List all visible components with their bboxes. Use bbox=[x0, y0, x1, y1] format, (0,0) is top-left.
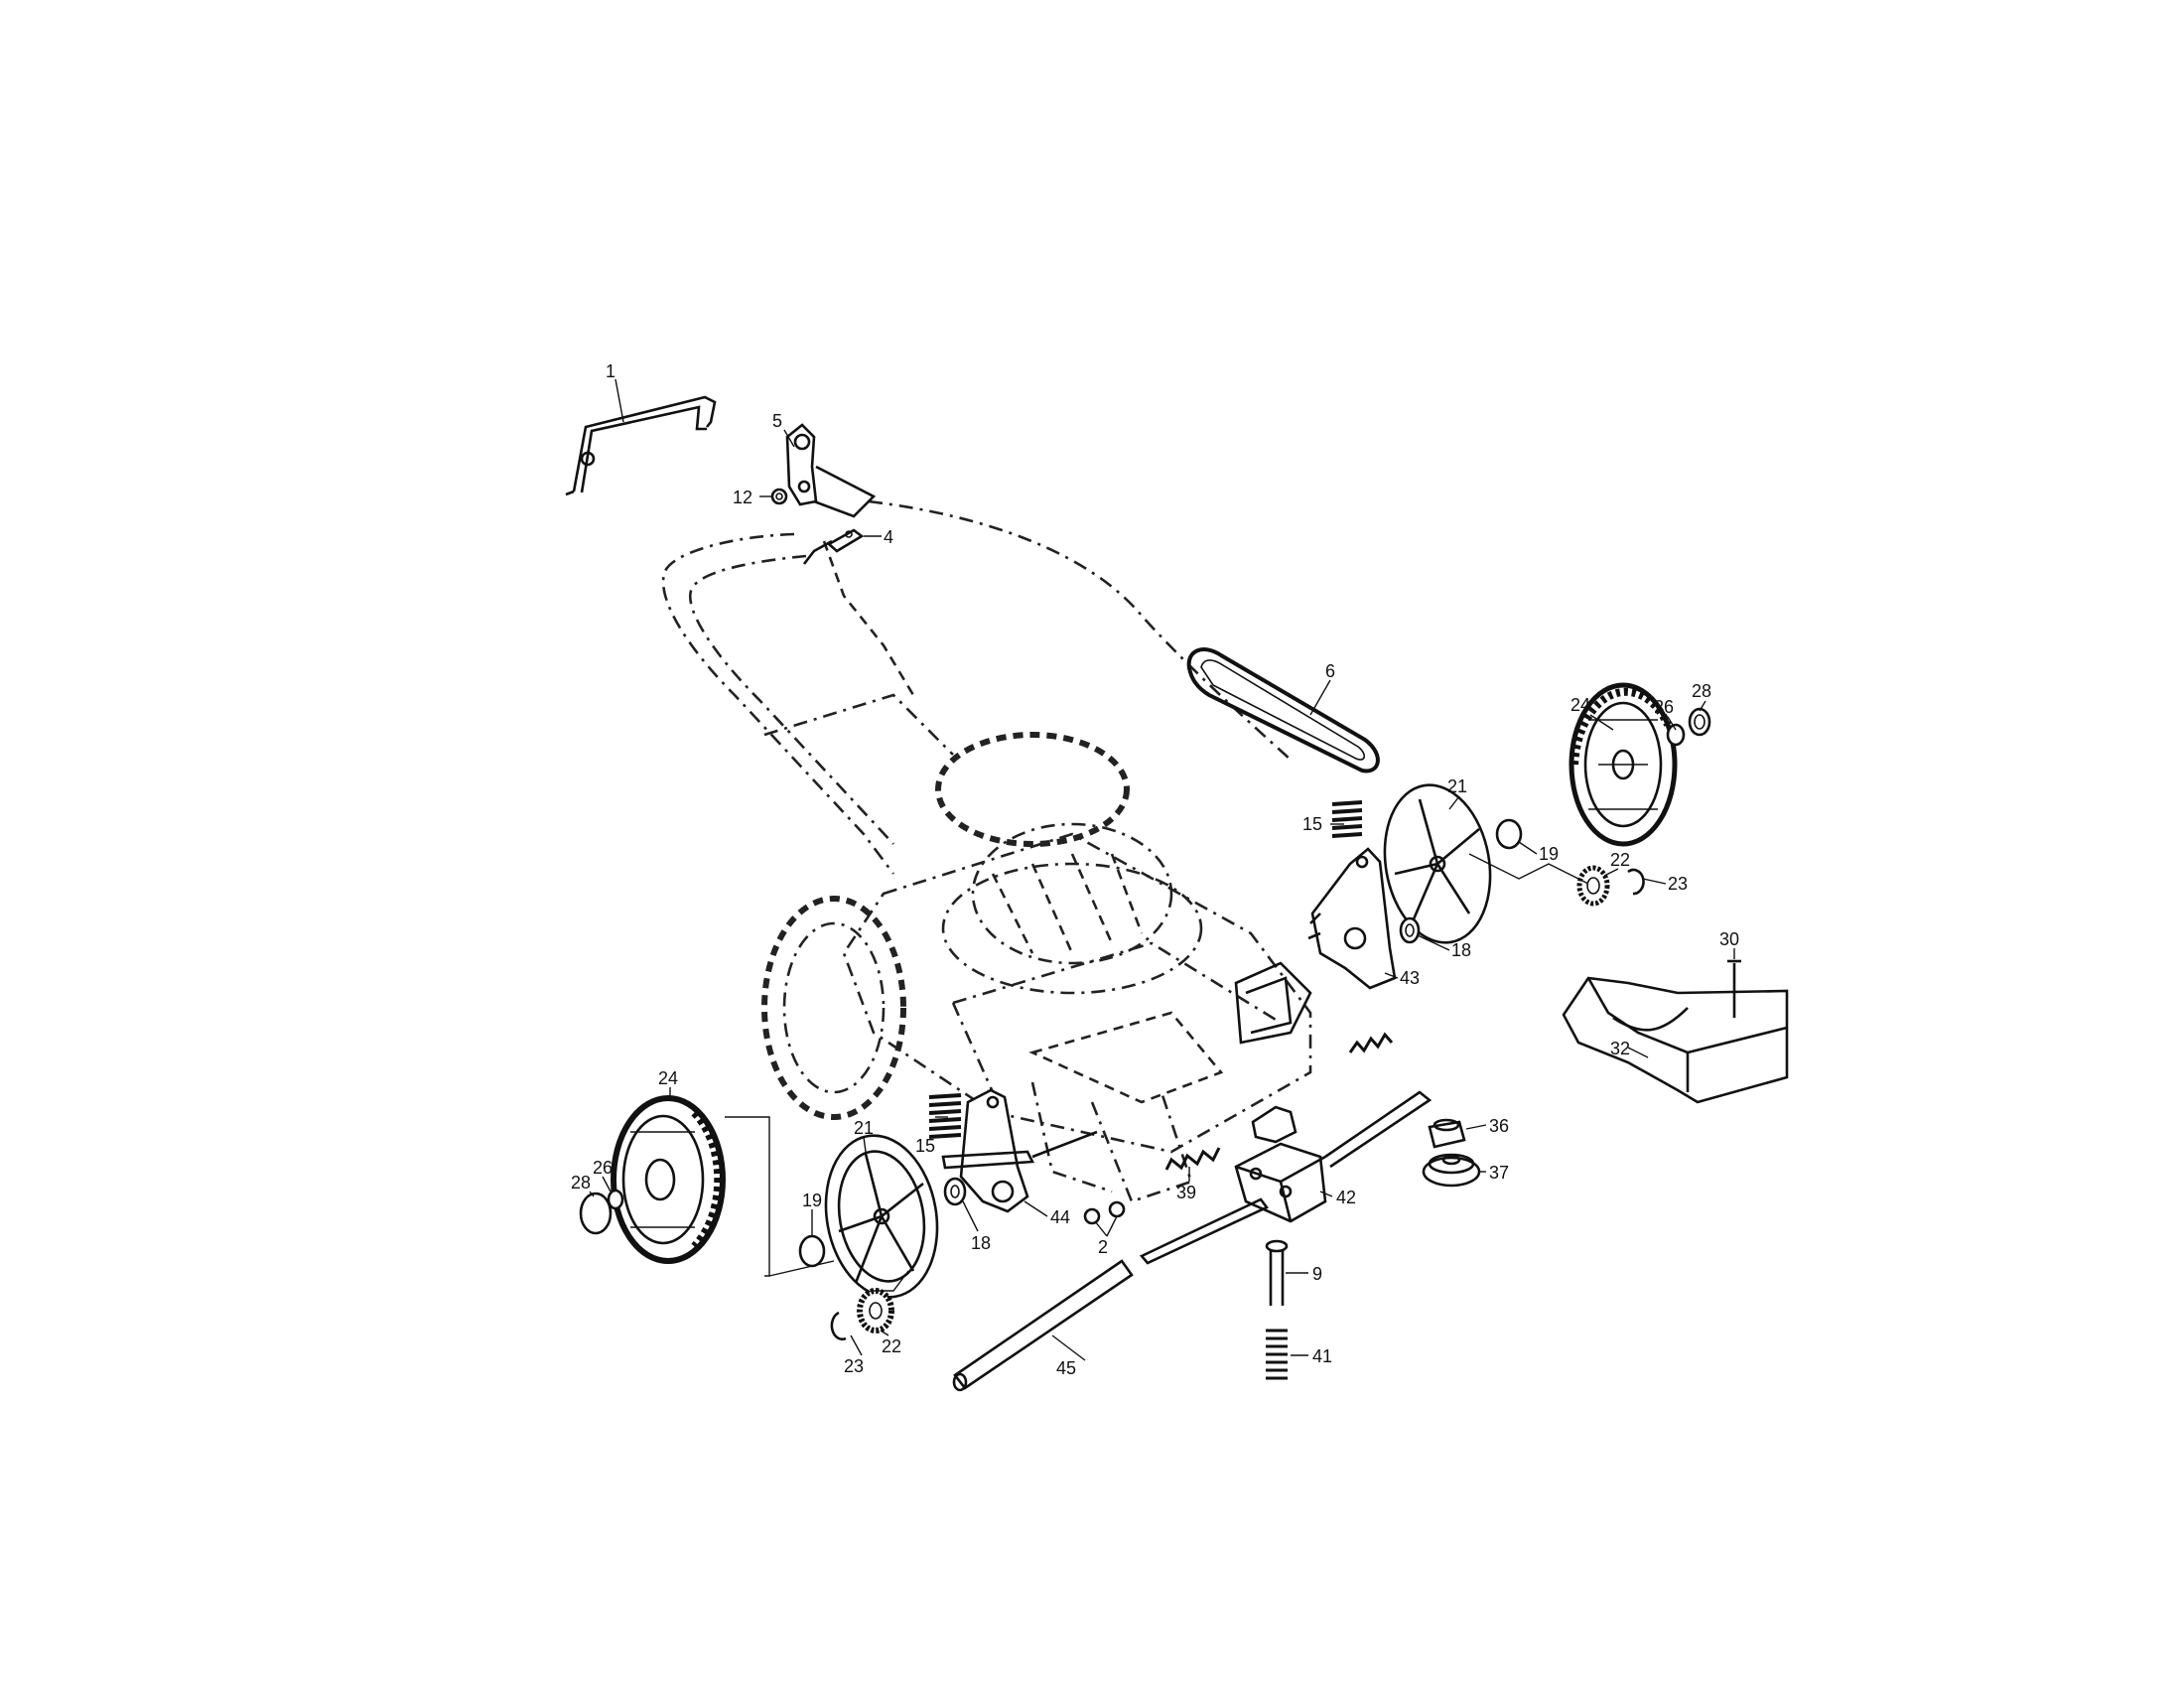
part-hubcap-28-left bbox=[579, 1192, 613, 1235]
callout-32: 32 bbox=[1610, 1039, 1630, 1058]
callout-37: 37 bbox=[1489, 1163, 1509, 1183]
part-gear-22-right bbox=[1576, 865, 1610, 907]
part-wheel-hub-21-right bbox=[1383, 783, 1492, 944]
part-bail-wire bbox=[565, 395, 717, 496]
callout-30: 30 bbox=[1719, 929, 1739, 949]
callout-28-left: 28 bbox=[571, 1173, 591, 1193]
callout-labels: 1 5 12 4 6 24 26 28 21 15 19 22 23 18 43… bbox=[571, 361, 1739, 1378]
callout-26-right: 26 bbox=[1654, 697, 1674, 717]
part-washer-19-left bbox=[798, 1234, 826, 1268]
callout-15-left: 15 bbox=[915, 1136, 935, 1156]
callout-22-left: 22 bbox=[882, 1336, 901, 1356]
callout-19-left: 19 bbox=[802, 1191, 822, 1210]
axle-line-right bbox=[1468, 853, 1589, 885]
callout-15-right: 15 bbox=[1302, 814, 1322, 834]
callout-36: 36 bbox=[1489, 1116, 1509, 1136]
part-bearing-18-left bbox=[943, 1177, 967, 1206]
part-nuts-2 bbox=[1083, 1200, 1126, 1225]
callout-42: 42 bbox=[1336, 1188, 1356, 1207]
callout-23-right: 23 bbox=[1668, 874, 1688, 894]
part-pulley-37 bbox=[1422, 1153, 1481, 1188]
part-spring-upper bbox=[1348, 1032, 1394, 1053]
callout-44: 44 bbox=[1050, 1207, 1070, 1227]
callout-1: 1 bbox=[606, 361, 615, 381]
callout-24-right: 24 bbox=[1570, 695, 1590, 715]
part-bolt-4 bbox=[802, 528, 865, 565]
bracket-left-gear bbox=[874, 1270, 909, 1292]
part-wheel-hub-21-left bbox=[824, 1134, 939, 1299]
part-shaft-upper bbox=[1324, 1090, 1433, 1169]
callout-4: 4 bbox=[884, 527, 893, 547]
part-hubcap-26-right bbox=[1666, 723, 1686, 747]
bracket-left-axle bbox=[768, 1260, 835, 1277]
part-screw-30 bbox=[1727, 959, 1741, 1018]
part-hubcap-28-right bbox=[1688, 707, 1711, 737]
part-spring-41 bbox=[1266, 1329, 1288, 1380]
callout-19-right: 19 bbox=[1539, 844, 1559, 864]
callout-22-right: 22 bbox=[1610, 850, 1630, 870]
part-wheel-24-left bbox=[611, 1095, 726, 1264]
callout-9: 9 bbox=[1312, 1264, 1322, 1284]
part-nut-36 bbox=[1428, 1118, 1466, 1149]
callout-21-right: 21 bbox=[1447, 776, 1467, 796]
part-gear-22-left bbox=[857, 1288, 894, 1333]
callout-12: 12 bbox=[733, 488, 752, 507]
callout-18-right: 18 bbox=[1451, 940, 1471, 960]
part-wheel-24-right bbox=[1569, 682, 1678, 847]
part-axle-45 bbox=[952, 1259, 1134, 1392]
bracket-left-wheel bbox=[725, 1116, 770, 1277]
callout-18-left: 18 bbox=[971, 1233, 991, 1253]
callout-39: 39 bbox=[1176, 1183, 1196, 1202]
callout-24-left: 24 bbox=[658, 1068, 678, 1088]
part-nut-12 bbox=[770, 488, 788, 505]
part-drive-shaft bbox=[1139, 1197, 1270, 1265]
part-clip-23-right bbox=[1627, 868, 1645, 896]
part-spring-15-right bbox=[1331, 800, 1363, 838]
callout-6: 6 bbox=[1325, 661, 1335, 681]
callout-43: 43 bbox=[1400, 968, 1420, 988]
callout-5: 5 bbox=[772, 411, 782, 431]
part-bearing-18-right bbox=[1399, 916, 1421, 944]
part-drive-belt bbox=[1186, 647, 1380, 773]
part-height-adjuster-43 bbox=[1307, 847, 1397, 990]
callout-28-right: 28 bbox=[1692, 681, 1711, 701]
leader-lines bbox=[589, 378, 1735, 1361]
callout-2: 2 bbox=[1098, 1237, 1108, 1257]
callout-21-left: 21 bbox=[854, 1118, 874, 1138]
part-rear-guard-32 bbox=[1562, 976, 1789, 1104]
part-height-adjuster-44 bbox=[941, 1088, 1098, 1213]
part-handle-bracket bbox=[785, 423, 877, 518]
callout-23-left: 23 bbox=[844, 1356, 864, 1376]
callout-41: 41 bbox=[1312, 1346, 1332, 1366]
part-clip-23-left bbox=[830, 1311, 847, 1340]
part-bolt-9 bbox=[1265, 1239, 1289, 1306]
part-spring-15-left bbox=[928, 1093, 962, 1139]
part-hubcap-26-left bbox=[607, 1189, 624, 1210]
part-washer-19-right bbox=[1495, 818, 1523, 850]
callout-26-left: 26 bbox=[593, 1158, 613, 1178]
part-spring-39 bbox=[1164, 1147, 1221, 1171]
callout-45: 45 bbox=[1056, 1358, 1076, 1378]
